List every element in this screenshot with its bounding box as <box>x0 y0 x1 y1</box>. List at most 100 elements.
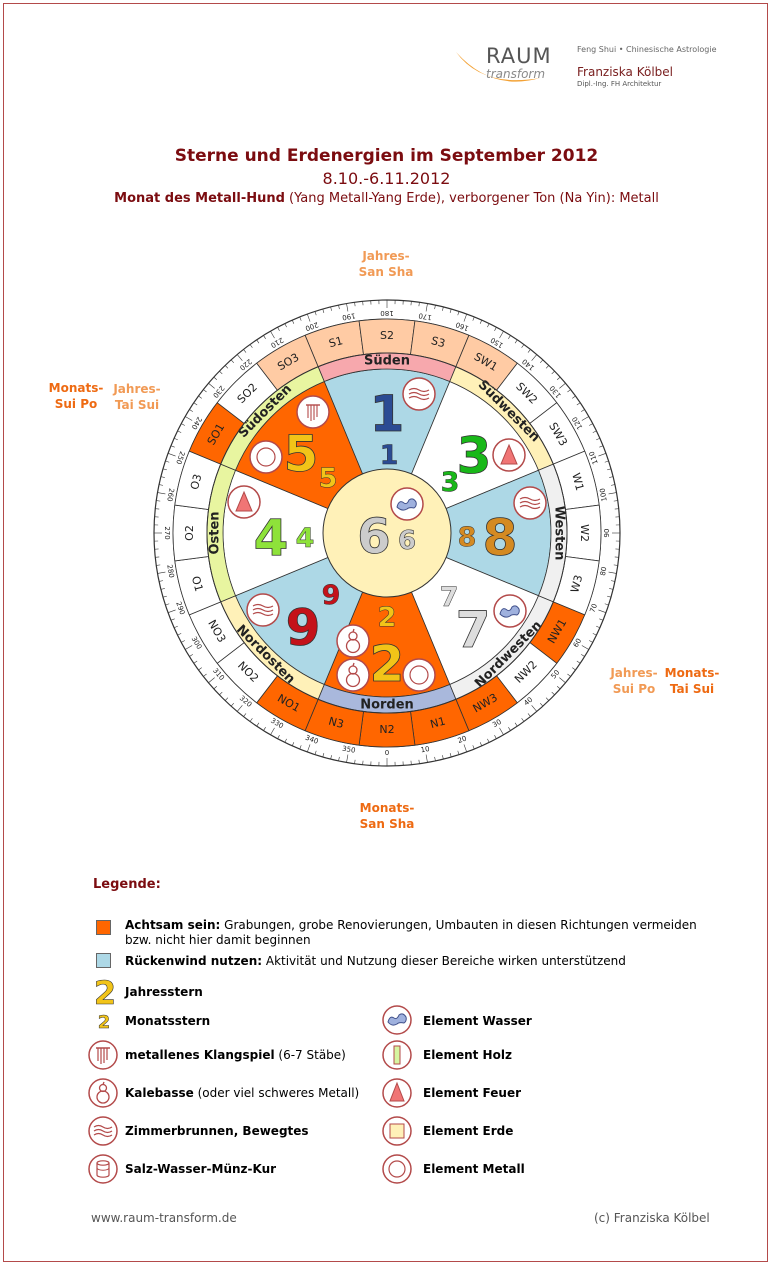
annotation-jahres-sui-po: Jahres-Sui Po <box>610 666 658 696</box>
annotation-jahres-tai-sui: Jahres-Tai Sui <box>113 382 161 412</box>
degree-tick <box>270 331 275 339</box>
degree-tick <box>177 430 182 433</box>
direction-label: Süden <box>364 354 410 369</box>
degree-tick <box>418 759 420 764</box>
mountain-label: O3 <box>188 473 205 492</box>
month-star: 9 <box>322 580 341 611</box>
degree-tick <box>463 744 467 753</box>
element-wood-icon <box>382 1040 412 1070</box>
degree-tick <box>219 370 223 375</box>
degree-tick <box>596 625 600 629</box>
legend-wind-chime: metallenes Klangspiel (6-7 Stäbe) <box>125 1048 346 1062</box>
degree-tick <box>181 423 185 426</box>
direction-label: Osten <box>208 511 223 554</box>
year-star: 7 <box>456 601 491 659</box>
degree-tick <box>291 320 295 324</box>
degree-tick <box>208 383 215 389</box>
degree-tick <box>159 484 164 486</box>
degree-tick <box>198 667 202 671</box>
degree-tick <box>472 745 475 750</box>
element-water-icon <box>493 594 527 628</box>
legend-caution: Achtsam sein: Grabungen, grobe Renovieru… <box>125 918 697 947</box>
mountain-label: N3 <box>327 715 345 732</box>
month-star: 8 <box>458 522 477 553</box>
degree-tick <box>185 645 193 650</box>
degree-tick <box>556 376 561 380</box>
degree-tick <box>494 735 497 739</box>
mountain-label: W3 <box>568 574 585 595</box>
degree-tick <box>487 323 490 328</box>
degree-tick <box>425 303 428 312</box>
degree-tick <box>425 754 428 763</box>
date-range: 8.10.-6.11.2012 <box>322 169 451 188</box>
degree-label: 90 <box>603 529 611 538</box>
legend-gourd: Kalebasse (oder viel schweres Metall) <box>125 1086 360 1100</box>
degree-tick <box>545 697 550 701</box>
degree-tick <box>156 564 161 566</box>
degree-tick <box>277 327 280 331</box>
legend-support: Rückenwind nutzen: Aktivität und Nutzung… <box>125 954 626 968</box>
degree-tick <box>346 303 349 312</box>
degree-tick <box>230 359 234 364</box>
degree-tick <box>307 313 311 322</box>
degree-tick <box>599 618 604 621</box>
degree-tick <box>243 713 247 717</box>
salt-water-cure-icon <box>88 1154 118 1184</box>
month-details: (Yang Metall-Yang Erde), verborgener Ton… <box>284 191 659 206</box>
degree-tick <box>442 306 444 311</box>
degree-tick <box>514 722 518 727</box>
month-star: 1 <box>380 440 399 471</box>
degree-tick <box>193 660 198 664</box>
degree-tick <box>592 633 597 636</box>
degree-tick <box>527 349 531 353</box>
degree-tick <box>159 580 164 582</box>
degree-label: 20 <box>457 734 468 745</box>
degree-tick <box>170 618 175 621</box>
degree-tick <box>551 691 555 696</box>
degree-tick <box>203 389 207 393</box>
degree-tick <box>572 395 576 399</box>
degree-tick <box>174 625 178 629</box>
annotation-jahres-san-sha: Jahres-San Sha <box>358 249 414 279</box>
month-star: 3 <box>441 467 460 498</box>
month-star: 5 <box>319 463 338 494</box>
degree-tick <box>237 705 243 712</box>
degree-label: 70 <box>588 603 599 614</box>
degree-tick <box>165 603 170 606</box>
legend-caution-swatch <box>96 920 111 935</box>
gourd-icon <box>336 658 370 692</box>
degree-tick <box>256 339 260 344</box>
element-water-icon <box>382 1005 412 1035</box>
degree-label: 350 <box>342 745 357 755</box>
element-earth-icon <box>382 1116 412 1146</box>
degree-tick <box>157 571 166 574</box>
element-fire-icon <box>227 485 261 519</box>
degree-tick <box>203 673 207 677</box>
degree-tick <box>198 395 202 399</box>
direction-label: Westen <box>552 506 567 561</box>
degree-tick <box>613 564 618 566</box>
degree-tick <box>162 595 167 598</box>
element-fire-icon <box>492 438 526 472</box>
page-title: Sterne und Erdenergien im September 2012 <box>174 146 599 166</box>
degree-tick <box>463 313 467 322</box>
degree-tick <box>581 409 585 412</box>
footer-website[interactable]: www.raum-transform.de <box>91 1211 237 1225</box>
degree-tick <box>224 365 229 369</box>
legend-element-metal: Element Metall <box>423 1162 525 1176</box>
degree-tick <box>177 633 182 636</box>
year-star: 3 <box>457 427 492 485</box>
degree-tick <box>457 311 460 316</box>
degree-label: 0 <box>385 749 389 757</box>
degree-tick <box>514 339 518 344</box>
year-star: 8 <box>483 509 518 567</box>
degree-tick <box>567 673 571 677</box>
degree-tick <box>589 640 593 643</box>
degree-tick <box>243 349 247 353</box>
degree-tick <box>314 750 317 755</box>
degree-tick <box>249 718 253 722</box>
mountain-label: S3 <box>430 334 447 350</box>
degree-label: 60 <box>572 637 583 649</box>
degree-tick <box>494 327 497 331</box>
